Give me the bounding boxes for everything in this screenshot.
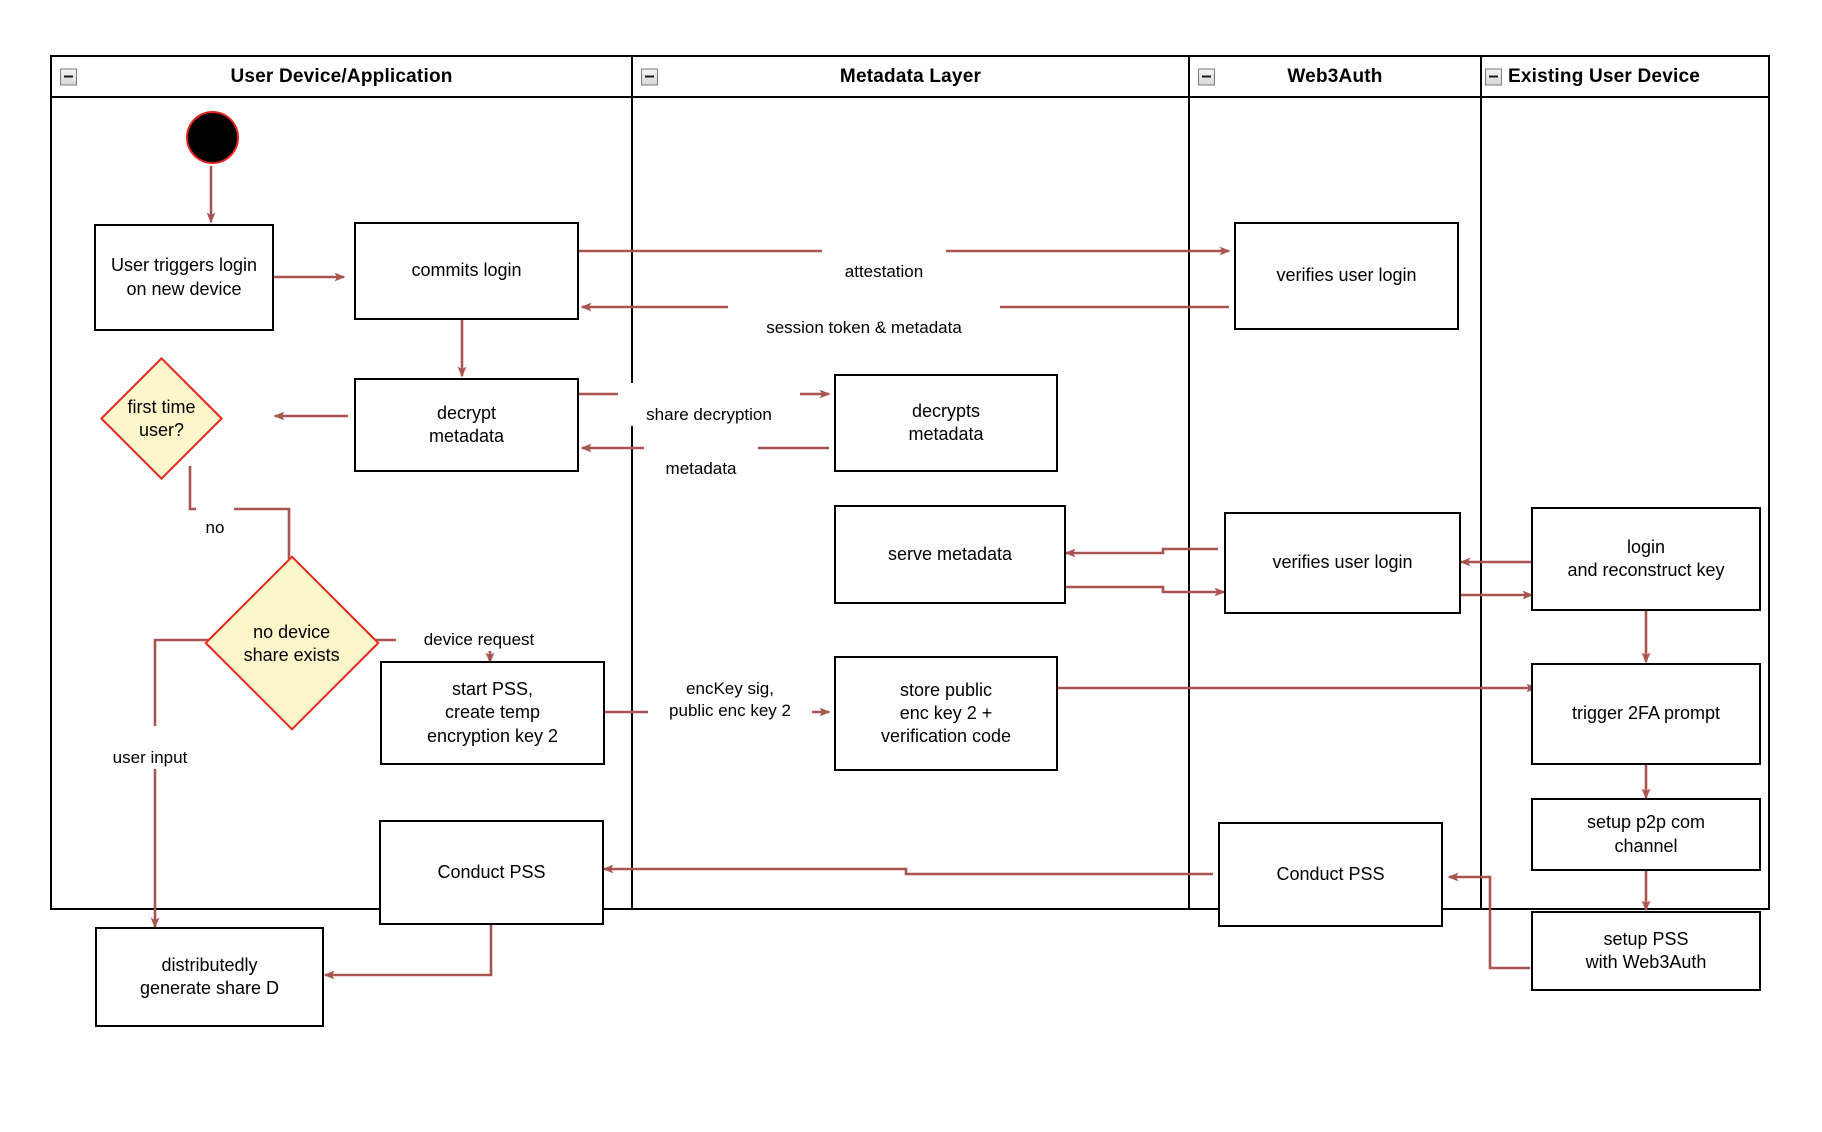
edge-label-user-input: user input bbox=[93, 726, 207, 769]
node-setup-p2p-com-channel[interactable]: setup p2p com channel bbox=[1531, 798, 1761, 871]
node-user-triggers-login[interactable]: User triggers login on new device bbox=[94, 224, 274, 331]
swimlane-header-metadata[interactable]: Metadata Layer bbox=[631, 55, 1190, 98]
swimlane-title-user-device: User Device/Application bbox=[230, 65, 453, 87]
start-node bbox=[186, 111, 239, 164]
node-label: serve metadata bbox=[887, 543, 1013, 564]
edge-label-share-decryption: share decryption bbox=[618, 383, 800, 426]
edge-setup-pss-to-conduct-pss-web3auth bbox=[1447, 872, 1530, 970]
node-conduct-pss-user-device[interactable]: Conduct PSS bbox=[379, 820, 604, 925]
decision-label: first time user? bbox=[127, 397, 196, 440]
edge-serve-to-verifies2 bbox=[1066, 585, 1226, 597]
edge-label-device-request: device request bbox=[396, 608, 562, 651]
edge-label-metadata: metadata bbox=[644, 437, 758, 480]
edge-label-text: share decryption bbox=[646, 405, 772, 425]
node-trigger-2fa-prompt[interactable]: trigger 2FA prompt bbox=[1531, 663, 1761, 765]
minus-box-icon[interactable] bbox=[641, 68, 658, 85]
node-label: Conduct PSS bbox=[437, 861, 546, 882]
decision-label: no device share exists bbox=[243, 621, 341, 665]
edge-conduct-pss-web3auth-to-user bbox=[602, 864, 1213, 876]
edge-label-attestation: attestation bbox=[822, 240, 946, 283]
node-label: Conduct PSS bbox=[1276, 863, 1385, 884]
swimlane-header-user-device[interactable]: User Device/Application bbox=[50, 55, 633, 98]
node-commits-login[interactable]: commits login bbox=[354, 222, 579, 320]
node-label: verifies user login bbox=[1276, 265, 1417, 286]
node-label: decrypt metadata bbox=[428, 402, 505, 446]
edge-label-text: encKey sig, public enc key 2 bbox=[669, 679, 791, 721]
edge-label-session-token-metadata: session token & metadata bbox=[728, 296, 1000, 339]
node-verifies-user-login-1[interactable]: verifies user login bbox=[1234, 222, 1459, 330]
edge-label-no: no bbox=[196, 496, 234, 539]
node-start-pss-create-temp-key[interactable]: start PSS, create temp encryption key 2 bbox=[380, 661, 605, 765]
minus-box-icon[interactable] bbox=[60, 68, 77, 85]
node-store-public-enc-key[interactable]: store public enc key 2 + verification co… bbox=[834, 656, 1058, 771]
minus-box-icon[interactable] bbox=[1198, 68, 1215, 85]
node-label: start PSS, create temp encryption key 2 bbox=[426, 679, 559, 746]
node-decrypts-metadata[interactable]: decrypts metadata bbox=[834, 374, 1058, 472]
node-label: setup PSS with Web3Auth bbox=[1585, 928, 1707, 972]
node-label: login and reconstruct key bbox=[1567, 536, 1725, 580]
edge-label-text: device request bbox=[423, 630, 535, 650]
node-conduct-pss-web3auth[interactable]: Conduct PSS bbox=[1218, 822, 1443, 927]
node-label: User triggers login on new device bbox=[110, 255, 258, 299]
swimlane-title-existing-device: Existing User Device bbox=[1508, 65, 1700, 87]
edge-label-enckey-sig: encKey sig, public enc key 2 bbox=[648, 656, 812, 723]
node-label: setup p2p com channel bbox=[1586, 812, 1706, 856]
node-label: verifies user login bbox=[1272, 552, 1413, 573]
node-label: distributedly generate share D bbox=[139, 954, 280, 998]
swimlane-header-existing-device[interactable]: Existing User Device bbox=[1480, 55, 1770, 98]
node-verifies-user-login-2[interactable]: verifies user login bbox=[1224, 512, 1461, 614]
edge-label-text: no bbox=[205, 518, 225, 538]
node-setup-pss-with-web3auth[interactable]: setup PSS with Web3Auth bbox=[1531, 911, 1761, 991]
edge-conduct-pss-to-share-d bbox=[323, 925, 493, 980]
node-distributedly-generate-share-d[interactable]: distributedly generate share D bbox=[95, 927, 324, 1027]
node-decrypt-metadata[interactable]: decrypt metadata bbox=[354, 378, 579, 472]
edge-user-input bbox=[150, 638, 213, 929]
node-label: decrypts metadata bbox=[908, 400, 984, 444]
node-label: commits login bbox=[411, 260, 522, 281]
edge-label-text: metadata bbox=[665, 459, 737, 479]
node-serve-metadata[interactable]: serve metadata bbox=[834, 505, 1066, 604]
node-login-and-reconstruct-key[interactable]: login and reconstruct key bbox=[1531, 507, 1761, 611]
edge-label-text: user input bbox=[112, 748, 188, 768]
node-label: trigger 2FA prompt bbox=[1571, 703, 1721, 724]
swimlane-title-web3auth: Web3Auth bbox=[1287, 65, 1383, 87]
swimlane-header-web3auth[interactable]: Web3Auth bbox=[1188, 55, 1482, 98]
minus-box-icon[interactable] bbox=[1485, 68, 1502, 85]
edge-label-text: session token & metadata bbox=[766, 318, 962, 338]
edge-verifies2-to-serve bbox=[1064, 547, 1218, 558]
edge-label-text: attestation bbox=[844, 262, 924, 282]
node-label: store public enc key 2 + verification co… bbox=[880, 679, 1012, 747]
swimlane-title-metadata: Metadata Layer bbox=[839, 65, 982, 87]
edge-no-branch bbox=[188, 466, 294, 582]
